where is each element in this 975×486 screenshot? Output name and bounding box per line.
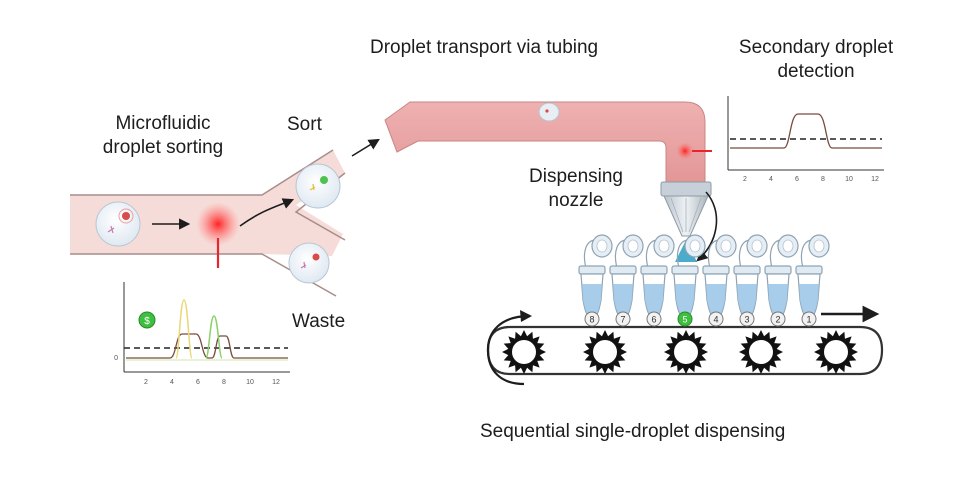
tube-number-badge: [801, 311, 817, 327]
secondary-signal-plot: 2 4 6 8 10 12: [727, 96, 884, 183]
pcr-tube: 6: [640, 234, 675, 327]
secondary-line1: Secondary droplet: [738, 37, 894, 58]
sequential-dispensing-label: Sequential single-droplet dispensing: [480, 421, 786, 442]
nozzle-line2: nozzle: [548, 190, 604, 211]
tube-number-badge: [770, 311, 786, 327]
sort-curve-arrow: [239, 198, 295, 227]
nozzle-title: Dispensing nozzle: [516, 165, 636, 213]
tube-number-badge: [677, 311, 693, 327]
sorted-droplet: [295, 163, 341, 209]
pcr-tube: 7: [609, 234, 644, 327]
sort-badge-symbol: $: [144, 316, 150, 327]
tube-rack: 8 7 6 5 4 3 2 1: [578, 234, 830, 327]
tube-number-badge: [646, 311, 662, 327]
sort-badge: [138, 311, 156, 329]
tube-liquid: [799, 284, 819, 318]
waste-droplet: [288, 242, 330, 284]
secondary-x-tick: 2: [743, 176, 747, 183]
tube-number: 8: [589, 315, 594, 325]
nozzle-line1: Dispensing: [529, 166, 623, 187]
tube-liquid: [737, 284, 757, 318]
primary-x-tick: 6: [196, 379, 200, 386]
gear-hub: [512, 340, 536, 364]
pcr-tube: 1: [795, 234, 830, 327]
tube-liquid: [613, 284, 633, 318]
secondary-x-tick: 6: [795, 176, 799, 183]
tube-number-badge: [708, 311, 724, 327]
primary-y-tick: 0: [114, 355, 118, 362]
pcr-tube: 5: [671, 234, 706, 327]
primary-x-tick: 2: [144, 379, 148, 386]
gear-hub: [749, 340, 773, 364]
gear-hub: [593, 340, 617, 364]
pcr-tube: 3: [733, 234, 768, 327]
tube-number-badge: [584, 311, 600, 327]
pcr-tube: 4: [702, 234, 737, 327]
pcr-tube: 8: [578, 234, 613, 327]
secondary-x-tick: 12: [871, 176, 879, 183]
microfluidic-line1: Microfluidic: [115, 113, 211, 134]
primary-signal-plot: $ 0 2 4 6 8 10 12: [114, 278, 294, 386]
gear-hub: [674, 340, 698, 364]
dispense-arrow: [696, 191, 718, 262]
laser-spot: [196, 202, 240, 268]
primary-x-tick: 12: [272, 379, 280, 386]
tube-number: 3: [744, 315, 749, 325]
tube-number: 1: [806, 315, 811, 325]
conveyor-belt: [486, 305, 884, 386]
tube-liquid: [582, 284, 602, 318]
secondary-x-tick: 10: [845, 176, 853, 183]
secondary-line2: detection: [777, 61, 855, 82]
secondary-x-tick: 4: [769, 176, 773, 183]
secondary-detection-title: Secondary droplet detection: [700, 36, 932, 84]
tube-liquid: [675, 284, 695, 318]
gear-hub: [824, 340, 848, 364]
belt-return-arrow: [486, 314, 531, 386]
primary-x-tick: 8: [222, 379, 226, 386]
microfluidic-line2: droplet sorting: [102, 137, 224, 158]
primary-x-tick: 4: [170, 379, 174, 386]
tube-liquid: [768, 284, 788, 318]
tube-number: 5: [682, 315, 687, 325]
tube-number: 7: [620, 315, 625, 325]
secondary-x-tick: 8: [821, 176, 825, 183]
tube-number: 4: [713, 315, 718, 325]
tube-number-badge: [615, 311, 631, 327]
waste-label: Waste: [292, 311, 346, 332]
transport-arrow: [351, 138, 380, 157]
tube-number: 2: [775, 315, 780, 325]
sort-label: Sort: [287, 114, 322, 135]
transport-label: Droplet transport via tubing: [370, 37, 599, 58]
tube-liquid: [644, 284, 664, 318]
tube-number: 6: [651, 315, 656, 325]
tube-number-badge: [739, 311, 755, 327]
microfluidic-title: Microfluidic droplet sorting: [58, 112, 268, 160]
input-droplet: [95, 201, 141, 247]
primary-x-tick: 10: [246, 379, 254, 386]
tube-liquid: [706, 284, 726, 318]
pcr-tube: 2: [764, 234, 799, 327]
